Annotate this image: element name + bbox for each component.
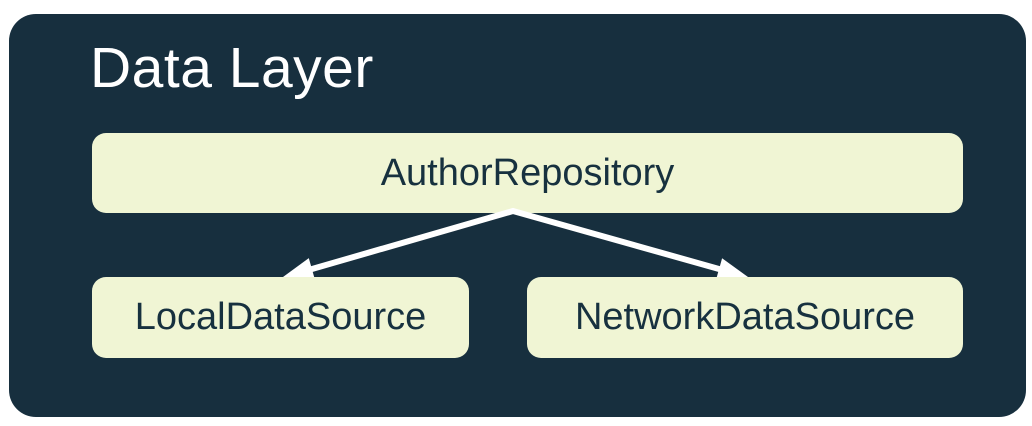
node-author-repository-label: AuthorRepository	[380, 151, 675, 194]
node-author-repository: AuthorRepository	[92, 133, 963, 213]
node-network-data-source: NetworkDataSource	[527, 277, 963, 358]
node-local-data-source-label: LocalDataSource	[134, 296, 427, 338]
diagram-title: Data Layer	[90, 36, 374, 100]
node-network-data-source-label: NetworkDataSource	[574, 296, 916, 338]
node-local-data-source: LocalDataSource	[92, 277, 469, 358]
